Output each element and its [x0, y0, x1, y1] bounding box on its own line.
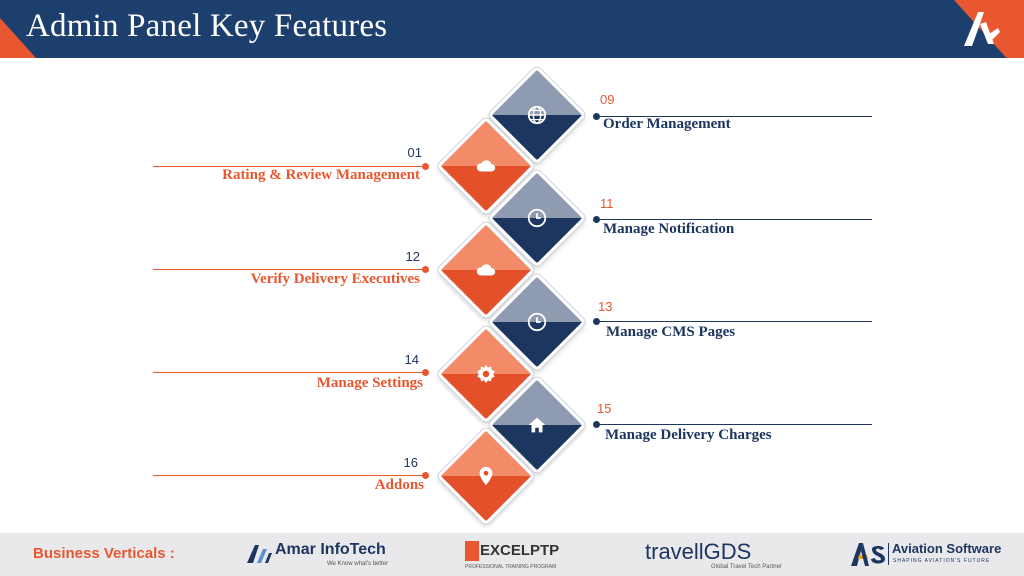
connector-dot — [593, 113, 600, 120]
connector-dot — [422, 369, 429, 376]
aviation-software-logo[interactable]: Aviation Software SHAPING AVIATION'S FUT… — [850, 539, 1015, 571]
connector-line — [153, 166, 425, 167]
feature-number: 15 — [597, 401, 612, 416]
home-icon — [526, 414, 548, 436]
feature-label-manage-cms-pages: Manage CMS Pages — [606, 324, 736, 340]
feature-label-manage-notification: Manage Notification — [603, 221, 735, 237]
feature-label-manage-delivery-charges: Manage Delivery Charges — [605, 427, 772, 443]
page-title: Admin Panel Key Features — [26, 8, 388, 44]
excelptp-tagline: PROFESSIONAL TRAINING PROGRAM — [465, 564, 557, 570]
feature-number: 16 — [403, 455, 418, 470]
connector-line — [597, 116, 872, 117]
header-accent-left — [0, 18, 36, 58]
feature-number: 14 — [404, 352, 419, 367]
brand-logo-icon — [964, 12, 1000, 46]
connector-dot — [422, 266, 429, 273]
feature-label-rating-review-management: Rating & Review Management — [222, 167, 420, 183]
feature-label-verify-delivery-executives: Verify Delivery Executives — [250, 271, 420, 287]
connector-line — [597, 321, 872, 322]
connector-line — [153, 372, 425, 373]
globe-icon — [526, 104, 548, 126]
feature-number: 09 — [600, 92, 615, 107]
clock-icon — [526, 207, 548, 229]
feature-number: 12 — [405, 249, 420, 264]
connector-dot — [593, 421, 600, 428]
feature-label-manage-settings: Manage Settings — [316, 375, 423, 391]
footer-bar: Business Verticals : Amar InfoTech We Kn… — [0, 533, 1024, 576]
aviation-software-logo-icon — [851, 543, 885, 566]
cloud-icon — [475, 155, 497, 177]
amar-infotech-name: Amar InfoTech — [275, 541, 386, 558]
footer-title: Business Verticals : — [33, 545, 175, 562]
map-pin-icon — [475, 465, 497, 487]
amar-infotech-tagline: We Know what's better — [327, 561, 389, 567]
travellgds-tagline: Global Travel Tech Partner — [711, 564, 782, 570]
connector-dot — [422, 163, 429, 170]
amar-infotech-logo[interactable]: Amar InfoTech We Know what's better — [245, 539, 389, 571]
connector-dot — [422, 472, 429, 479]
clock-icon — [526, 311, 548, 333]
feature-number: 01 — [407, 145, 422, 160]
connector-line — [597, 219, 872, 220]
feature-label-order-management: Order Management — [603, 116, 731, 132]
connector-line — [153, 475, 425, 476]
header-bar: Admin Panel Key Features — [0, 0, 1024, 58]
cloud-icon — [475, 259, 497, 281]
travellgds-name: travellGDS — [645, 539, 752, 564]
connector-line — [153, 269, 425, 270]
aviation-software-name: Aviation Software — [892, 541, 1002, 556]
feature-label-addons: Addons — [374, 477, 424, 493]
gear-icon — [475, 363, 497, 385]
amar-infotech-logo-icon — [247, 545, 272, 563]
feature-number: 13 — [598, 299, 613, 314]
connector-dot — [593, 216, 600, 223]
aviation-software-divider — [888, 543, 889, 565]
travellgds-logo[interactable]: travellGDS Global Travel Tech Partner — [645, 539, 782, 571]
excelptp-name: EXCELPTP — [480, 542, 560, 559]
excelptp-logo-icon — [465, 541, 479, 561]
feature-number: 11 — [600, 196, 614, 211]
excelptp-logo[interactable]: EXCELPTP PROFESSIONAL TRAINING PROGRAM — [465, 539, 559, 571]
aviation-software-tagline: SHAPING AVIATION'S FUTURE — [893, 558, 991, 564]
connector-line — [597, 424, 872, 425]
connector-dot — [593, 318, 600, 325]
